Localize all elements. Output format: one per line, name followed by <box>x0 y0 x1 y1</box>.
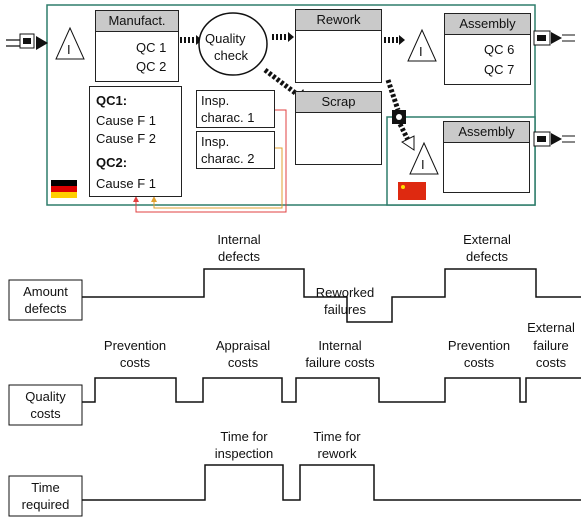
amount-defects-waveform <box>82 268 581 323</box>
reworked-failures-label-1: Reworked <box>315 285 375 300</box>
qc2-title: QC2: <box>96 155 128 170</box>
time-required-label-2: required <box>21 497 70 512</box>
prevention-costs-2-label-1: Prevention <box>447 338 511 353</box>
amount-defects-box <box>8 279 83 321</box>
internal-defects-label-2: defects <box>218 249 260 264</box>
inbound-truck-icon <box>6 33 48 50</box>
insp-charac-2-line2: charac. 2 <box>201 151 255 166</box>
time-for-inspection-label-1: Time for <box>220 429 268 444</box>
amount-defects-label-2: defects <box>24 301 67 316</box>
causes-box <box>89 86 182 197</box>
push-arrow-qc-to-rework <box>271 32 294 42</box>
external-failure-costs-label-1: External <box>527 320 575 335</box>
insp-charac-1-line1: Insp. <box>201 93 230 108</box>
feedback-arrow-orange <box>151 196 157 202</box>
feedback-arrow-red <box>133 196 139 202</box>
qc1-cause-2: Cause F 2 <box>96 131 156 146</box>
insp-charac-2-box <box>196 131 275 169</box>
time-required-label-1: Time <box>31 480 60 495</box>
inventory-label-1: I <box>67 42 71 57</box>
internal-defects-label-1: Internal <box>217 232 261 247</box>
scrap-title: Scrap <box>295 91 382 113</box>
assembly-top-qc-6: QC 6 <box>484 42 515 57</box>
rework-title: Rework <box>295 9 382 31</box>
internal-failure-costs-label-2: failure costs <box>305 355 375 370</box>
amount-defects-label-1: Amount <box>23 284 68 299</box>
internal-failure-costs-label-1: Internal <box>318 338 362 353</box>
time-for-inspection-label-2: inspection <box>214 446 274 461</box>
assembly-bottom-title: Assembly <box>443 121 530 143</box>
time-required-box <box>8 475 83 517</box>
assembly-top-title: Assembly <box>444 13 531 35</box>
qc2-cause-1: Cause F 1 <box>96 176 156 191</box>
appraisal-costs-label-2: costs <box>227 355 259 370</box>
prevention-costs-label-1: Prevention <box>103 338 167 353</box>
quality-check-ellipse <box>198 12 268 76</box>
inventory-triangle-icon-1 <box>55 26 85 60</box>
time-for-rework-label-1: Time for <box>313 429 361 444</box>
appraisal-costs-label-1: Appraisal <box>215 338 271 353</box>
germany-flag-icon <box>51 180 77 198</box>
china-flag-icon <box>398 182 426 200</box>
external-defects-label-1: External <box>463 232 511 247</box>
inventory-triangle-icon-2 <box>407 28 437 62</box>
external-failure-costs-label-2: failure <box>533 338 569 353</box>
manufact-qc-2: QC 2 <box>136 59 167 74</box>
qc1-cause-1: Cause F 1 <box>96 113 156 128</box>
reworked-failures-label-2: failures <box>324 302 366 317</box>
outbound-truck-icon-bottom <box>533 131 575 147</box>
outbound-truck-icon-top <box>533 30 575 46</box>
time-required-waveform <box>82 464 581 501</box>
insp-charac-2-line1: Insp. <box>201 134 230 149</box>
quality-check-line2: check <box>214 48 248 63</box>
inventory-label-2: I <box>419 44 423 59</box>
quality-check-line1: Quality <box>205 31 246 46</box>
assembly-top-qc-7: QC 7 <box>484 62 515 77</box>
insp-charac-1-box <box>196 90 275 128</box>
push-arrow-rework-to-china <box>385 79 415 151</box>
push-arrow-rework-to-assembly <box>382 35 405 45</box>
inventory-triangle-icon-3 <box>409 141 439 175</box>
quality-costs-label-1: Quality <box>25 389 66 404</box>
prevention-costs-2-label-2: costs <box>463 355 495 370</box>
insp-charac-1-line2: charac. 1 <box>201 110 255 125</box>
quality-costs-waveform <box>82 377 581 403</box>
feedback-line-red <box>135 109 287 213</box>
external-failure-costs-label-3: costs <box>535 355 567 370</box>
manufact-title: Manufact. <box>95 10 179 32</box>
quality-costs-label-2: costs <box>30 406 61 421</box>
feedback-line-orange <box>153 147 283 209</box>
qc1-title: QC1: <box>96 93 128 108</box>
inventory-label-3: I <box>421 157 425 172</box>
manufact-qc-1: QC 1 <box>136 40 167 55</box>
time-for-rework-label-2: rework <box>317 446 357 461</box>
external-defects-label-2: defects <box>466 249 508 264</box>
quality-costs-box <box>8 384 83 426</box>
prevention-costs-label-2: costs <box>119 355 151 370</box>
